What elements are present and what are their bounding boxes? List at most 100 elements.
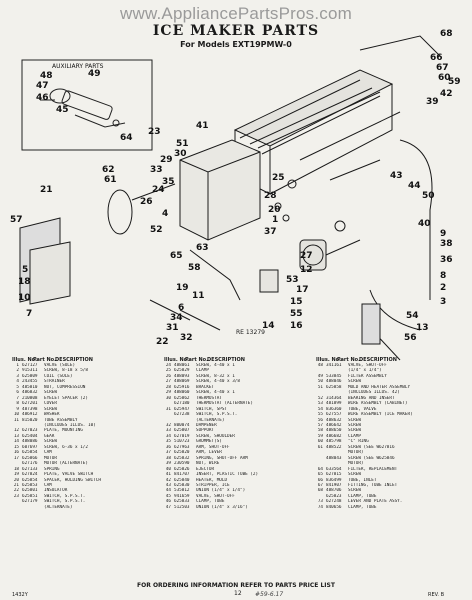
illus-number: 66 — [317, 477, 323, 483]
callout-number: 1 — [272, 215, 278, 225]
part-row: (ALTERNATE) — [12, 505, 159, 510]
part-number: 625854 — [22, 450, 38, 456]
illus-number: 52 — [317, 395, 323, 401]
part-description: INSERT, PLASTIC TUBE (2) — [196, 472, 259, 478]
callout-number: 19 — [176, 283, 189, 293]
illus-number: 24 — [165, 363, 171, 368]
part-number: 625866 — [22, 455, 38, 461]
part-number: 627238 — [174, 412, 190, 418]
illus-number: 59 — [317, 433, 323, 439]
callout-number: 33 — [150, 165, 163, 175]
illus-number: 50 — [317, 379, 323, 385]
part-description: VALVE, SHUT-OFF — [196, 493, 235, 499]
part-description: NUT, COMPRESSION — [44, 384, 86, 390]
illus-number: 2 — [16, 368, 19, 374]
illus-number: 34 — [165, 433, 171, 439]
part-description: COVER — [44, 401, 57, 407]
header-cell: DESCRIPTION — [359, 357, 397, 363]
part-number: 487398 — [22, 406, 38, 412]
illus-number: 29 — [165, 390, 171, 396]
part-number: 625807 — [174, 428, 190, 434]
part-description: BEARING AND INSERT — [348, 395, 395, 401]
callout-number: 39 — [426, 97, 439, 107]
part-number: 625833 — [174, 499, 190, 505]
illus-number: 31 — [165, 406, 171, 412]
callout-number: 18 — [18, 277, 31, 287]
part-description: SCREW — [348, 488, 361, 494]
part-description: SUPPORT — [196, 428, 215, 434]
part-number: 625840 — [174, 477, 190, 483]
watermark: www.AppliancePartsPros.com — [120, 4, 352, 23]
illus-number: 61 — [317, 444, 323, 450]
page-subtitle: For Models EXT19PMW-0 — [180, 40, 292, 49]
callout-number: 23 — [148, 127, 161, 137]
callout-number: 60 — [438, 73, 451, 83]
revision: REV. B — [428, 592, 445, 598]
part-number: 836360 — [326, 406, 342, 412]
callout-number: 57 — [10, 215, 23, 225]
illus-number: 27 — [165, 379, 171, 385]
parts-column-header: Illus. No.Part No.DESCRIPTION — [12, 357, 159, 363]
part-number: 488093 — [174, 373, 190, 379]
part-number: 627133 — [22, 466, 38, 472]
callout-number: 9 — [440, 229, 446, 239]
illus-number: 58 — [317, 428, 323, 434]
part-description: SCREW, 8-18 x 5/8 — [44, 368, 88, 374]
part-description: EJECTOR — [196, 466, 215, 472]
auxiliary-parts-label: AUXILIARY PARTS — [52, 63, 104, 70]
part-row: MOTOR) — [316, 450, 466, 455]
illus-number: 6 — [16, 390, 19, 396]
part-number: 633564 — [326, 466, 342, 472]
part-number: 625858 — [326, 384, 342, 390]
header-cell: Part No. — [185, 357, 209, 363]
part-description: TUBE, VALVE — [348, 406, 377, 412]
illus-number: 47 — [165, 504, 171, 510]
callout-number: 13 — [416, 323, 429, 333]
illus-number: 41 — [165, 472, 171, 478]
illus-number: 42 — [165, 477, 171, 483]
callout-number: 46 — [36, 93, 49, 103]
illus-number: 4 — [16, 379, 19, 385]
part-description: CLAMP — [196, 368, 209, 374]
part-number: 488061 — [174, 363, 190, 368]
part-description: INSULATOR — [44, 488, 68, 494]
part-description: UNION (1/4" x 1/4") — [196, 488, 246, 494]
header-cell: DESCRIPTION — [55, 357, 93, 363]
part-description: SCREW — [348, 379, 361, 385]
callout-number: 26 — [140, 197, 153, 207]
part-row: (INCLUDES ILLUS. 42) — [316, 390, 466, 395]
part-description: MOTOR — [44, 455, 57, 461]
illus-number: 68 — [317, 488, 323, 494]
part-number: 533845 — [326, 373, 342, 379]
page-title: ICE MAKER PARTS — [152, 23, 320, 39]
part-number: 488086 — [22, 439, 38, 445]
part-number: 625851 — [22, 493, 38, 499]
part-number: 625826 — [174, 466, 190, 472]
part-number: 625832 — [174, 455, 190, 461]
callout-number: 21 — [40, 185, 53, 195]
callout-number: 5 — [22, 265, 28, 275]
part-description: MOTOR) — [348, 461, 364, 467]
part-number: 488632 — [326, 417, 342, 423]
handwritten-note: #59-6.17 — [255, 591, 284, 598]
page-number: 12 — [234, 590, 242, 597]
part-number: 625830 — [174, 482, 190, 488]
part-description: WASHER — [44, 412, 60, 418]
part-description: BRACKET — [196, 384, 215, 390]
part-number: 535812 — [174, 488, 190, 494]
callout-number: 38 — [440, 239, 453, 249]
